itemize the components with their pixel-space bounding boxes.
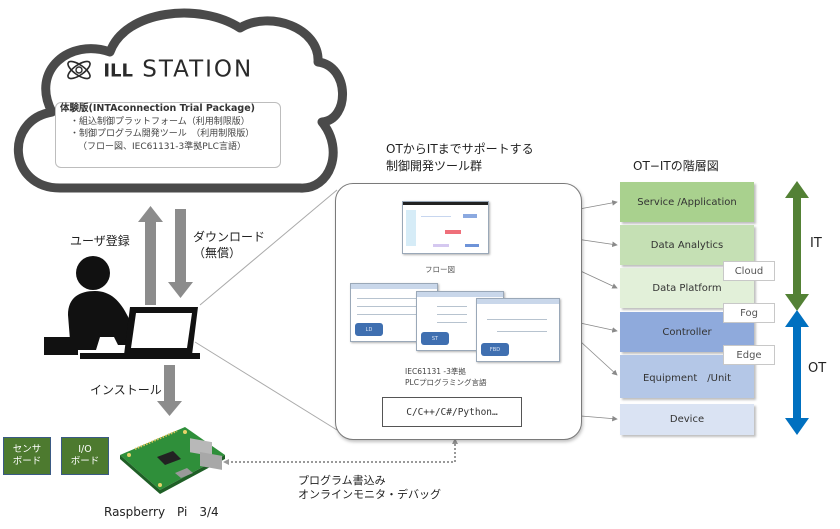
it-arrow <box>785 181 809 311</box>
register-arrow <box>138 206 163 305</box>
ot-label: OT <box>808 361 827 376</box>
layer-label: Equipment /Unit <box>642 373 731 384</box>
logo-word: STATION <box>142 56 254 83</box>
languages-label: C/C++/C#/Python… <box>406 406 498 418</box>
tier-label: Edge <box>736 349 762 361</box>
package-item: （フロー図、IEC61131-3準拠PLC言語） <box>78 141 246 152</box>
tier-fog: Fog <box>723 303 775 323</box>
download-note: （無償） <box>193 246 242 260</box>
plc-window-fbd: FBD <box>476 298 560 362</box>
plc-caption-1: IEC61131 -3準拠 <box>405 367 466 376</box>
ot-arrow <box>785 310 809 435</box>
plc-badge-fbd: FBD <box>481 343 509 356</box>
languages-box: C/C++/C#/Python… <box>382 397 522 427</box>
tier-label: Fog <box>740 307 758 319</box>
logo-mark: ILL <box>103 60 133 82</box>
install-arrow <box>157 365 182 416</box>
connection-label-1: プログラム書込み <box>298 474 386 487</box>
io-board: I/O ボード <box>61 437 109 475</box>
layer-device: Device <box>620 404 754 435</box>
layer-data-analytics: Data Analytics <box>620 225 754 265</box>
it-label: IT <box>810 236 822 251</box>
plc-badge-st: ST <box>421 332 449 345</box>
flow-caption: フロー図 <box>425 265 455 274</box>
raspberry-pi-label: Raspberry Pi 3/4 <box>104 505 219 519</box>
package-item: ・制御プログラム開発ツール （利用制限版） <box>70 129 255 139</box>
raspberry-pi-board-icon <box>120 427 225 494</box>
io-board-line2: ボード <box>70 456 100 467</box>
install-label: インストール <box>90 383 162 397</box>
flow-diagram-screenshot <box>402 201 489 254</box>
download-arrow <box>168 209 193 298</box>
tier-edge: Edge <box>723 345 775 365</box>
layer-label: Device <box>669 414 705 425</box>
plc-badge-ld: LD <box>355 323 383 336</box>
layer-label: Service /Application <box>637 196 737 208</box>
package-title: 体験版(INTAconnection Trial Package) <box>60 103 255 114</box>
hierarchy-title: OT−ITの階層図 <box>633 159 719 173</box>
sensor-board: センサ ボード <box>3 437 51 475</box>
user-at-laptop-icon <box>44 256 200 359</box>
tier-label: Cloud <box>734 265 764 277</box>
layer-label: Data Platform <box>652 282 722 294</box>
tools-title-line2: 制御開発ツール群 <box>386 159 483 173</box>
connection-label-2: オンラインモニタ・デバッグ <box>298 488 441 501</box>
sensor-board-line2: ボード <box>12 456 42 467</box>
tools-title-line1: OTからITまでサポートする <box>386 142 534 156</box>
layer-label: Data Analytics <box>650 239 724 251</box>
tier-cloud: Cloud <box>723 261 775 281</box>
sensor-board-line1: センサ <box>12 444 42 455</box>
ilc-station-logo: ILL STATION <box>64 56 253 84</box>
plc-caption-2: PLCプログラミング言語 <box>405 378 487 387</box>
layer-service-application: Service /Application <box>620 182 754 222</box>
download-label: ダウンロード <box>193 230 266 244</box>
layer-label: Controller <box>662 326 712 338</box>
register-label: ユーザ登録 <box>70 234 130 248</box>
package-item: ・組込制御プラットフォーム（利用制限版） <box>70 116 250 127</box>
debug-connection <box>223 438 458 465</box>
atom-icon <box>67 60 91 80</box>
io-board-line1: I/O <box>78 444 92 455</box>
trial-package-box: 体験版(INTAconnection Trial Package) ・組込制御プ… <box>55 102 281 168</box>
